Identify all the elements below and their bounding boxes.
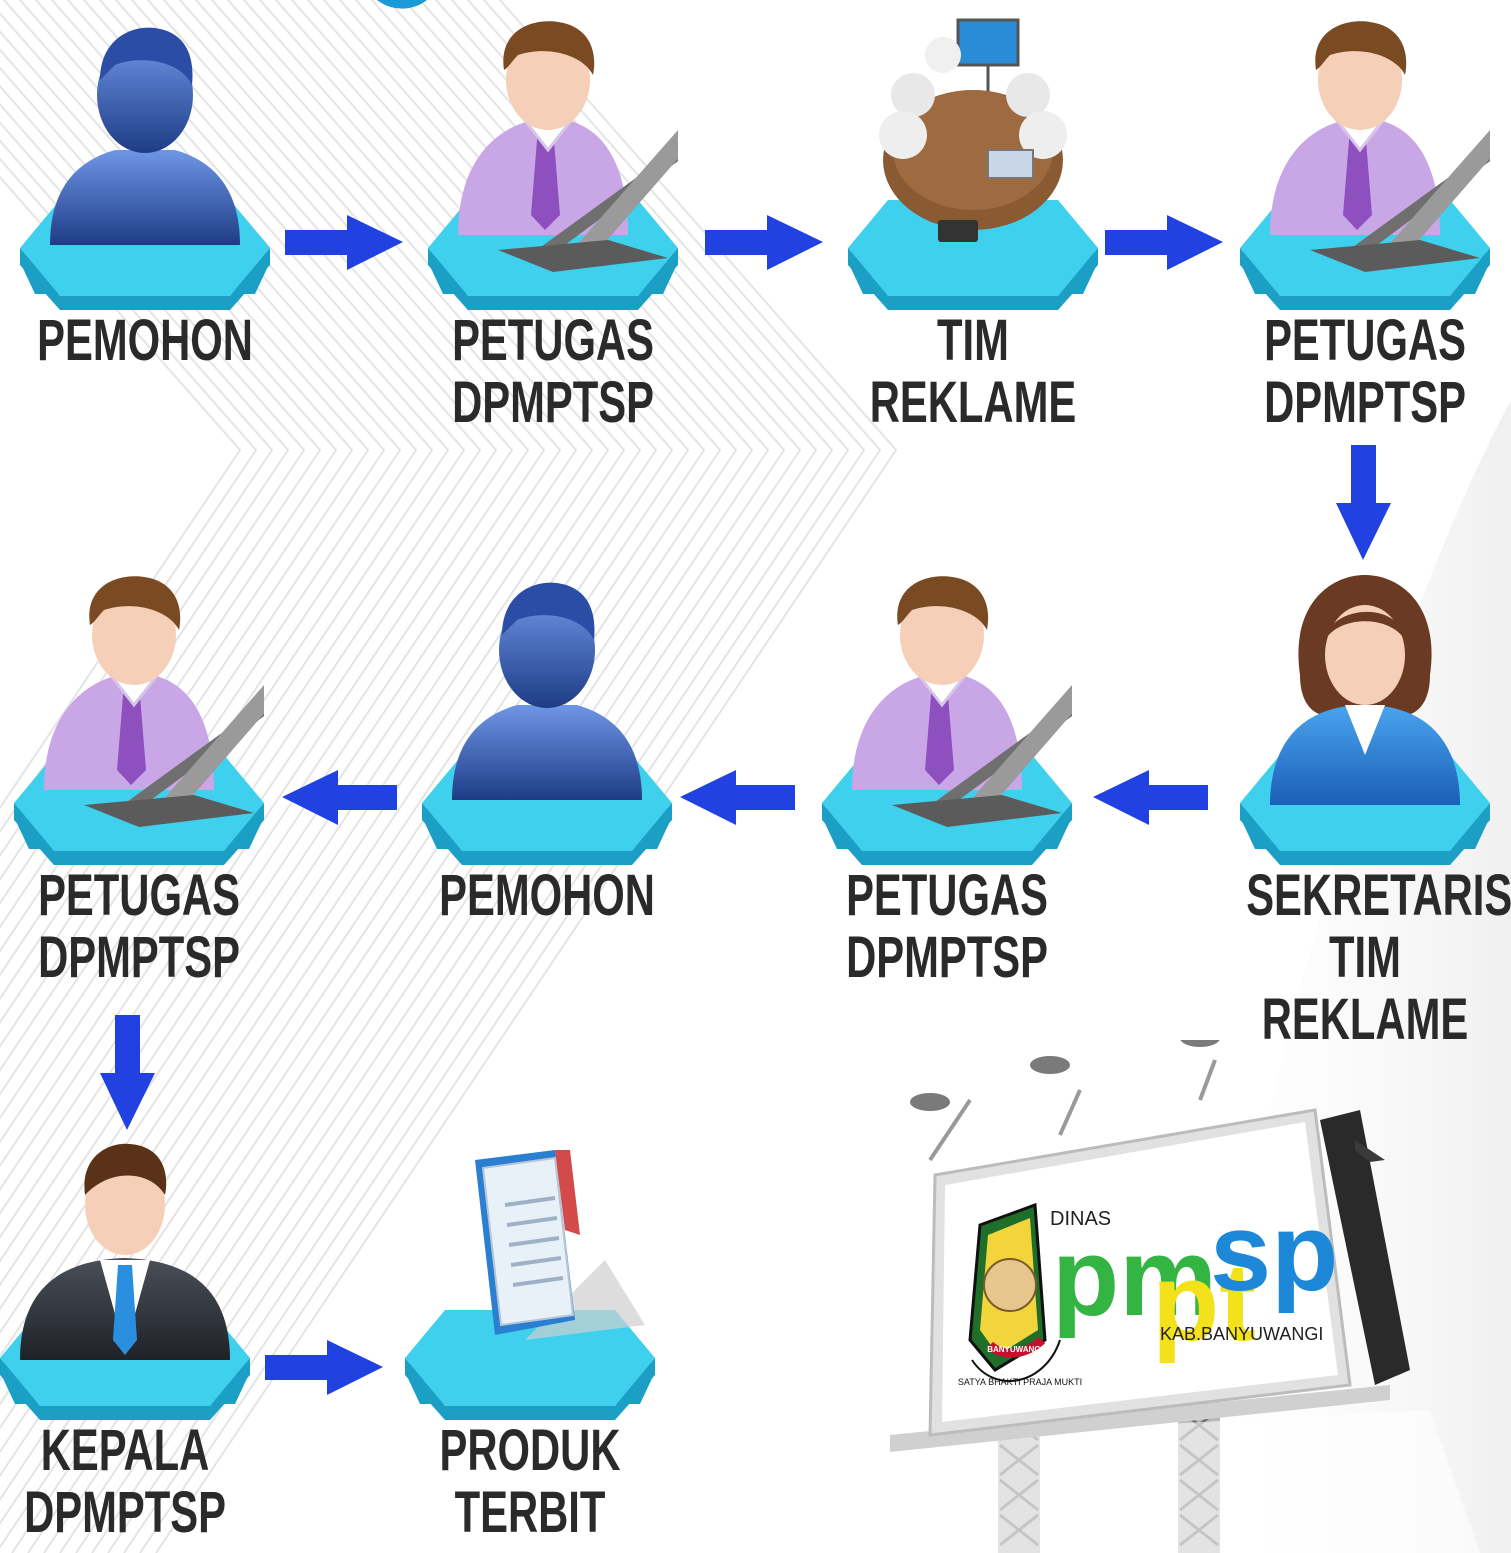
arrow-shape [680, 770, 795, 825]
flow-arrow-down [1336, 445, 1391, 560]
node-label-line: SEKRETARIS [1246, 863, 1511, 928]
silhouette-figure [50, 27, 240, 245]
officer-laptop-icon [428, 21, 678, 310]
node-label: PRODUK TERBIT [411, 1420, 649, 1544]
node-label-line: DPMPTSP [1264, 370, 1466, 435]
silhouette-figure [452, 582, 642, 800]
arrow-shape [100, 1015, 155, 1130]
node-label-line: PRODUK TERBIT [439, 1418, 621, 1545]
woman-figure [1270, 575, 1460, 805]
officer-laptop-icon [14, 576, 264, 865]
arrow-shape [285, 215, 403, 270]
logo-letters-pm: pm [1052, 1216, 1217, 1339]
businesswoman-icon [1240, 575, 1490, 865]
arrow-shape [1105, 215, 1223, 270]
node-pemohon: PEMOHON [20, 0, 270, 372]
silhouette-user-icon [20, 27, 270, 310]
team-meeting-icon [848, 18, 1098, 310]
node-produk-terbit: PRODUK TERBIT [405, 1110, 655, 1544]
node-label-line: DPMPTSP [24, 1480, 226, 1545]
node-label-line: TIM REKLAME [1261, 925, 1469, 1052]
node-label-line: DPMPTSP [38, 925, 240, 990]
node-label-line: PETUGAS [846, 863, 1048, 928]
silhouette-user-icon [422, 582, 672, 865]
node-label: PEMOHON [428, 865, 666, 927]
seal-motto-text: SATYA BHAKTI PRAJA MUKTI [958, 1377, 1082, 1387]
platform [405, 1310, 655, 1420]
flow-arrow-left [282, 770, 397, 825]
officer-figure [852, 576, 1072, 827]
dpmptsp-logo: DINAS pm pt sp KAB.BANYUWANGI [1050, 1191, 1338, 1364]
node-label: TIM REKLAME [854, 310, 1092, 434]
officer-figure [458, 21, 678, 272]
node-label-line: PEMOHON [439, 863, 655, 928]
billboard-legs [830, 1385, 1480, 1553]
logo-letters-pt: pt [1152, 1241, 1256, 1364]
businessman-figure [20, 1143, 230, 1360]
meeting-figure [879, 18, 1067, 242]
regency-seal-icon: BANYUWANGI SATYA BHAKTI PRAJA MUKTI [958, 1202, 1082, 1387]
node-label-line: KEPALA [40, 1418, 210, 1483]
arrow-shape [705, 215, 823, 270]
arrow-shape [265, 1340, 383, 1395]
node-label: PEMOHON [26, 310, 264, 372]
officer-figure [1270, 21, 1490, 272]
document-figure [475, 1150, 645, 1340]
document-icon [405, 1150, 655, 1420]
node-label-line: DPMPTSP [846, 925, 1048, 990]
billboard: BANYUWANGI SATYA BHAKTI PRAJA MUKTI DINA… [830, 1029, 1511, 1553]
officer-figure [44, 576, 264, 827]
flow-arrow-right [285, 215, 403, 270]
billboard-lamps [910, 1029, 1220, 1162]
logo-region: KAB.BANYUWANGI [1160, 1324, 1323, 1344]
seal-banner-text: BANYUWANGI [987, 1345, 1043, 1354]
logo-letters-sp: sp [1210, 1191, 1338, 1314]
platform [848, 200, 1098, 310]
node-label-line: PETUGAS [1264, 308, 1466, 373]
node-label-line: PETUGAS [452, 308, 654, 373]
flow-arrow-right [265, 1340, 383, 1395]
header-badge-fragment [377, 0, 427, 9]
node-label-line: TIM REKLAME [869, 308, 1077, 435]
flow-arrow-right [1105, 215, 1223, 270]
flow-arrow-left [680, 770, 795, 825]
node-label-line: PETUGAS [38, 863, 240, 928]
arrow-shape [1336, 445, 1391, 560]
node-label-line: PEMOHON [37, 308, 253, 373]
flow-arrow-left [1093, 770, 1208, 825]
node-tim-reklame: TIM REKLAME [848, 0, 1098, 434]
arrow-shape [1093, 770, 1208, 825]
node-label-line: DPMPTSP [452, 370, 654, 435]
node-pemohon: PEMOHON [422, 555, 672, 927]
officer-laptop-icon [1240, 21, 1490, 310]
flow-arrow-down [100, 1015, 155, 1130]
flow-arrow-right [705, 215, 823, 270]
businessman-suit-icon [0, 1143, 250, 1420]
officer-laptop-icon [822, 576, 1072, 865]
arrow-shape [282, 770, 397, 825]
logo-prefix: DINAS [1050, 1208, 1111, 1230]
